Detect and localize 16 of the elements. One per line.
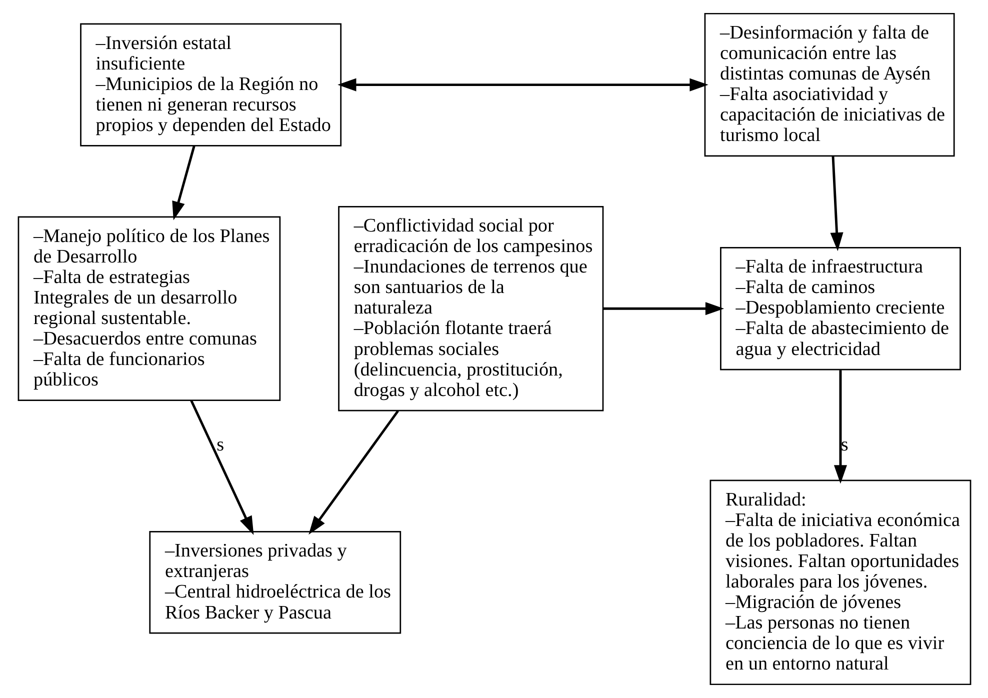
arrow xyxy=(190,400,254,535)
arrow xyxy=(830,156,843,252)
arrow xyxy=(602,302,724,316)
node-box: –Falta de infraestructura –Falta de caminos –Despoblamiento creciente –Falta de abastecimiento de agua y electricidad xyxy=(720,247,960,370)
node-box: –Manejo político de los Planes de Desarrollo –Falta de estrategias Integrales de un desarrollo regional sustentable. –Desacuerdos entre comunas –Falta de funcionarios públicos xyxy=(17,216,280,402)
node-box: –Inversiones privadas y extranjeras –Central hidroeléctrica de los Ríos Backer y Pascua xyxy=(148,531,401,634)
arrow xyxy=(833,370,847,484)
edge-label: s xyxy=(216,434,224,456)
arrow xyxy=(337,78,708,92)
arrow xyxy=(308,410,398,535)
node-box: –Desinformación y falta de comunicación entre las distintas comunas de Aysén –Falta asociatividad y capacitación de iniciativas de turismo local xyxy=(704,12,954,157)
node-box: –Conflictividad social por erradicación de los campesinos –Inundaciones de terrenos que son santuarios de la naturaleza –Población flotante traerá problemas sociales (delincuencia, prostitución, drogas y alcohol etc.) xyxy=(338,206,604,412)
node-box: –Inversión estatal insuficiente –Municipios de la Región no tienen ni generan recursos propios y dependen del Estado xyxy=(80,23,342,146)
arrow xyxy=(172,146,195,220)
edge-label: s xyxy=(840,434,848,456)
node-box: Ruralidad: –Falta de iniciativa económica de los pobladores. Faltan visiones. Faltan oportunidades laborales para los jóvenes. –Migración de jóvenes –Las personas no tienen conciencia de lo que es vivir en un entorno natural xyxy=(709,480,971,686)
